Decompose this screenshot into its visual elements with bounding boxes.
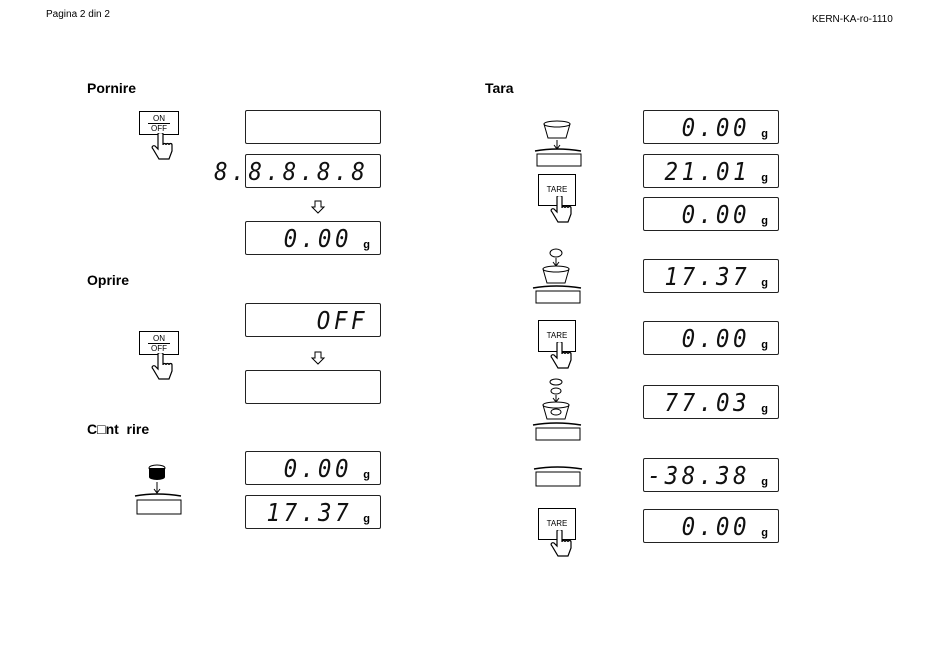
weight-into-container-icon [532,378,582,441]
pressing-hand-icon [151,133,173,160]
tare-key: TARE [538,174,576,206]
arrow-down-icon [310,351,326,365]
display-pornire-blank [245,110,381,144]
display-tara-3: 0.00 g [643,197,779,231]
section-title-tara: Tara [485,80,514,96]
weight-into-container-icon [532,248,582,304]
document-id: KERN-KA-ro-1110 [812,14,893,25]
display-value: 0.00 [681,113,750,142]
unit-label: g [363,513,370,525]
unit-label: g [761,215,768,227]
display-value: 77.03 [664,388,750,417]
unit-label: g [761,172,768,184]
display-value: 21.01 [664,157,750,186]
off-label: OFF [151,124,167,133]
display-value: 0.00 [681,324,750,353]
display-value: 0.00 [681,512,750,541]
display-cantarire-zero: 0.00 g [245,451,381,485]
display-oprire-blank [245,370,381,404]
pressing-hand-icon [550,530,572,557]
empty-scale-icon [533,466,583,487]
display-oprire-off: OFF [245,303,381,337]
display-value: 8.8.8.8.8 [213,157,368,186]
arrow-down-icon [310,200,326,214]
display-pornire-zero: 0.00 g [245,221,381,255]
display-value: 0.00 [283,224,352,253]
display-value: 0.00 [283,454,352,483]
pressing-hand-icon [151,353,173,380]
display-pornire-test: 8.8.8.8.8 [214,154,381,188]
section-title-cantarire: C□nt rire [87,421,150,437]
display-tara-7: -38.38 g [643,458,779,492]
weight-on-scale-icon [134,464,182,515]
display-cantarire-weight: 17.37 g [245,495,381,529]
display-tara-6: 77.03 g [643,385,779,419]
display-tara-5: 0.00 g [643,321,779,355]
unit-label: g [363,469,370,481]
display-value: -38.38 [647,461,750,490]
display-value: 17.37 [664,262,750,291]
container-on-scale-icon [534,120,582,167]
unit-label: g [761,403,768,415]
on-off-key: ON OFF [139,111,179,135]
unit-label: g [761,128,768,140]
unit-label: g [761,339,768,351]
tare-key: TARE [538,508,576,540]
on-off-key: ON OFF [139,331,179,355]
display-tara-2: 21.01 g [643,154,779,188]
display-value: 0.00 [681,200,750,229]
section-title-pornire: Pornire [87,80,137,96]
display-tara-1: 0.00 g [643,110,779,144]
display-tara-4: 17.37 g [643,259,779,293]
unit-label: g [761,277,768,289]
page-number: Pagina 2 din 2 [46,9,110,20]
section-title-oprire: Oprire [87,272,130,288]
display-value: OFF [316,306,368,335]
unit-label: g [363,239,370,251]
pressing-hand-icon [550,342,572,369]
display-tara-8: 0.00 g [643,509,779,543]
pressing-hand-icon [550,196,572,223]
on-label: ON [148,334,170,344]
on-label: ON [148,114,170,124]
display-value: 17.37 [266,498,352,527]
off-label: OFF [151,344,167,353]
unit-label: g [761,527,768,539]
unit-label: g [761,476,768,488]
